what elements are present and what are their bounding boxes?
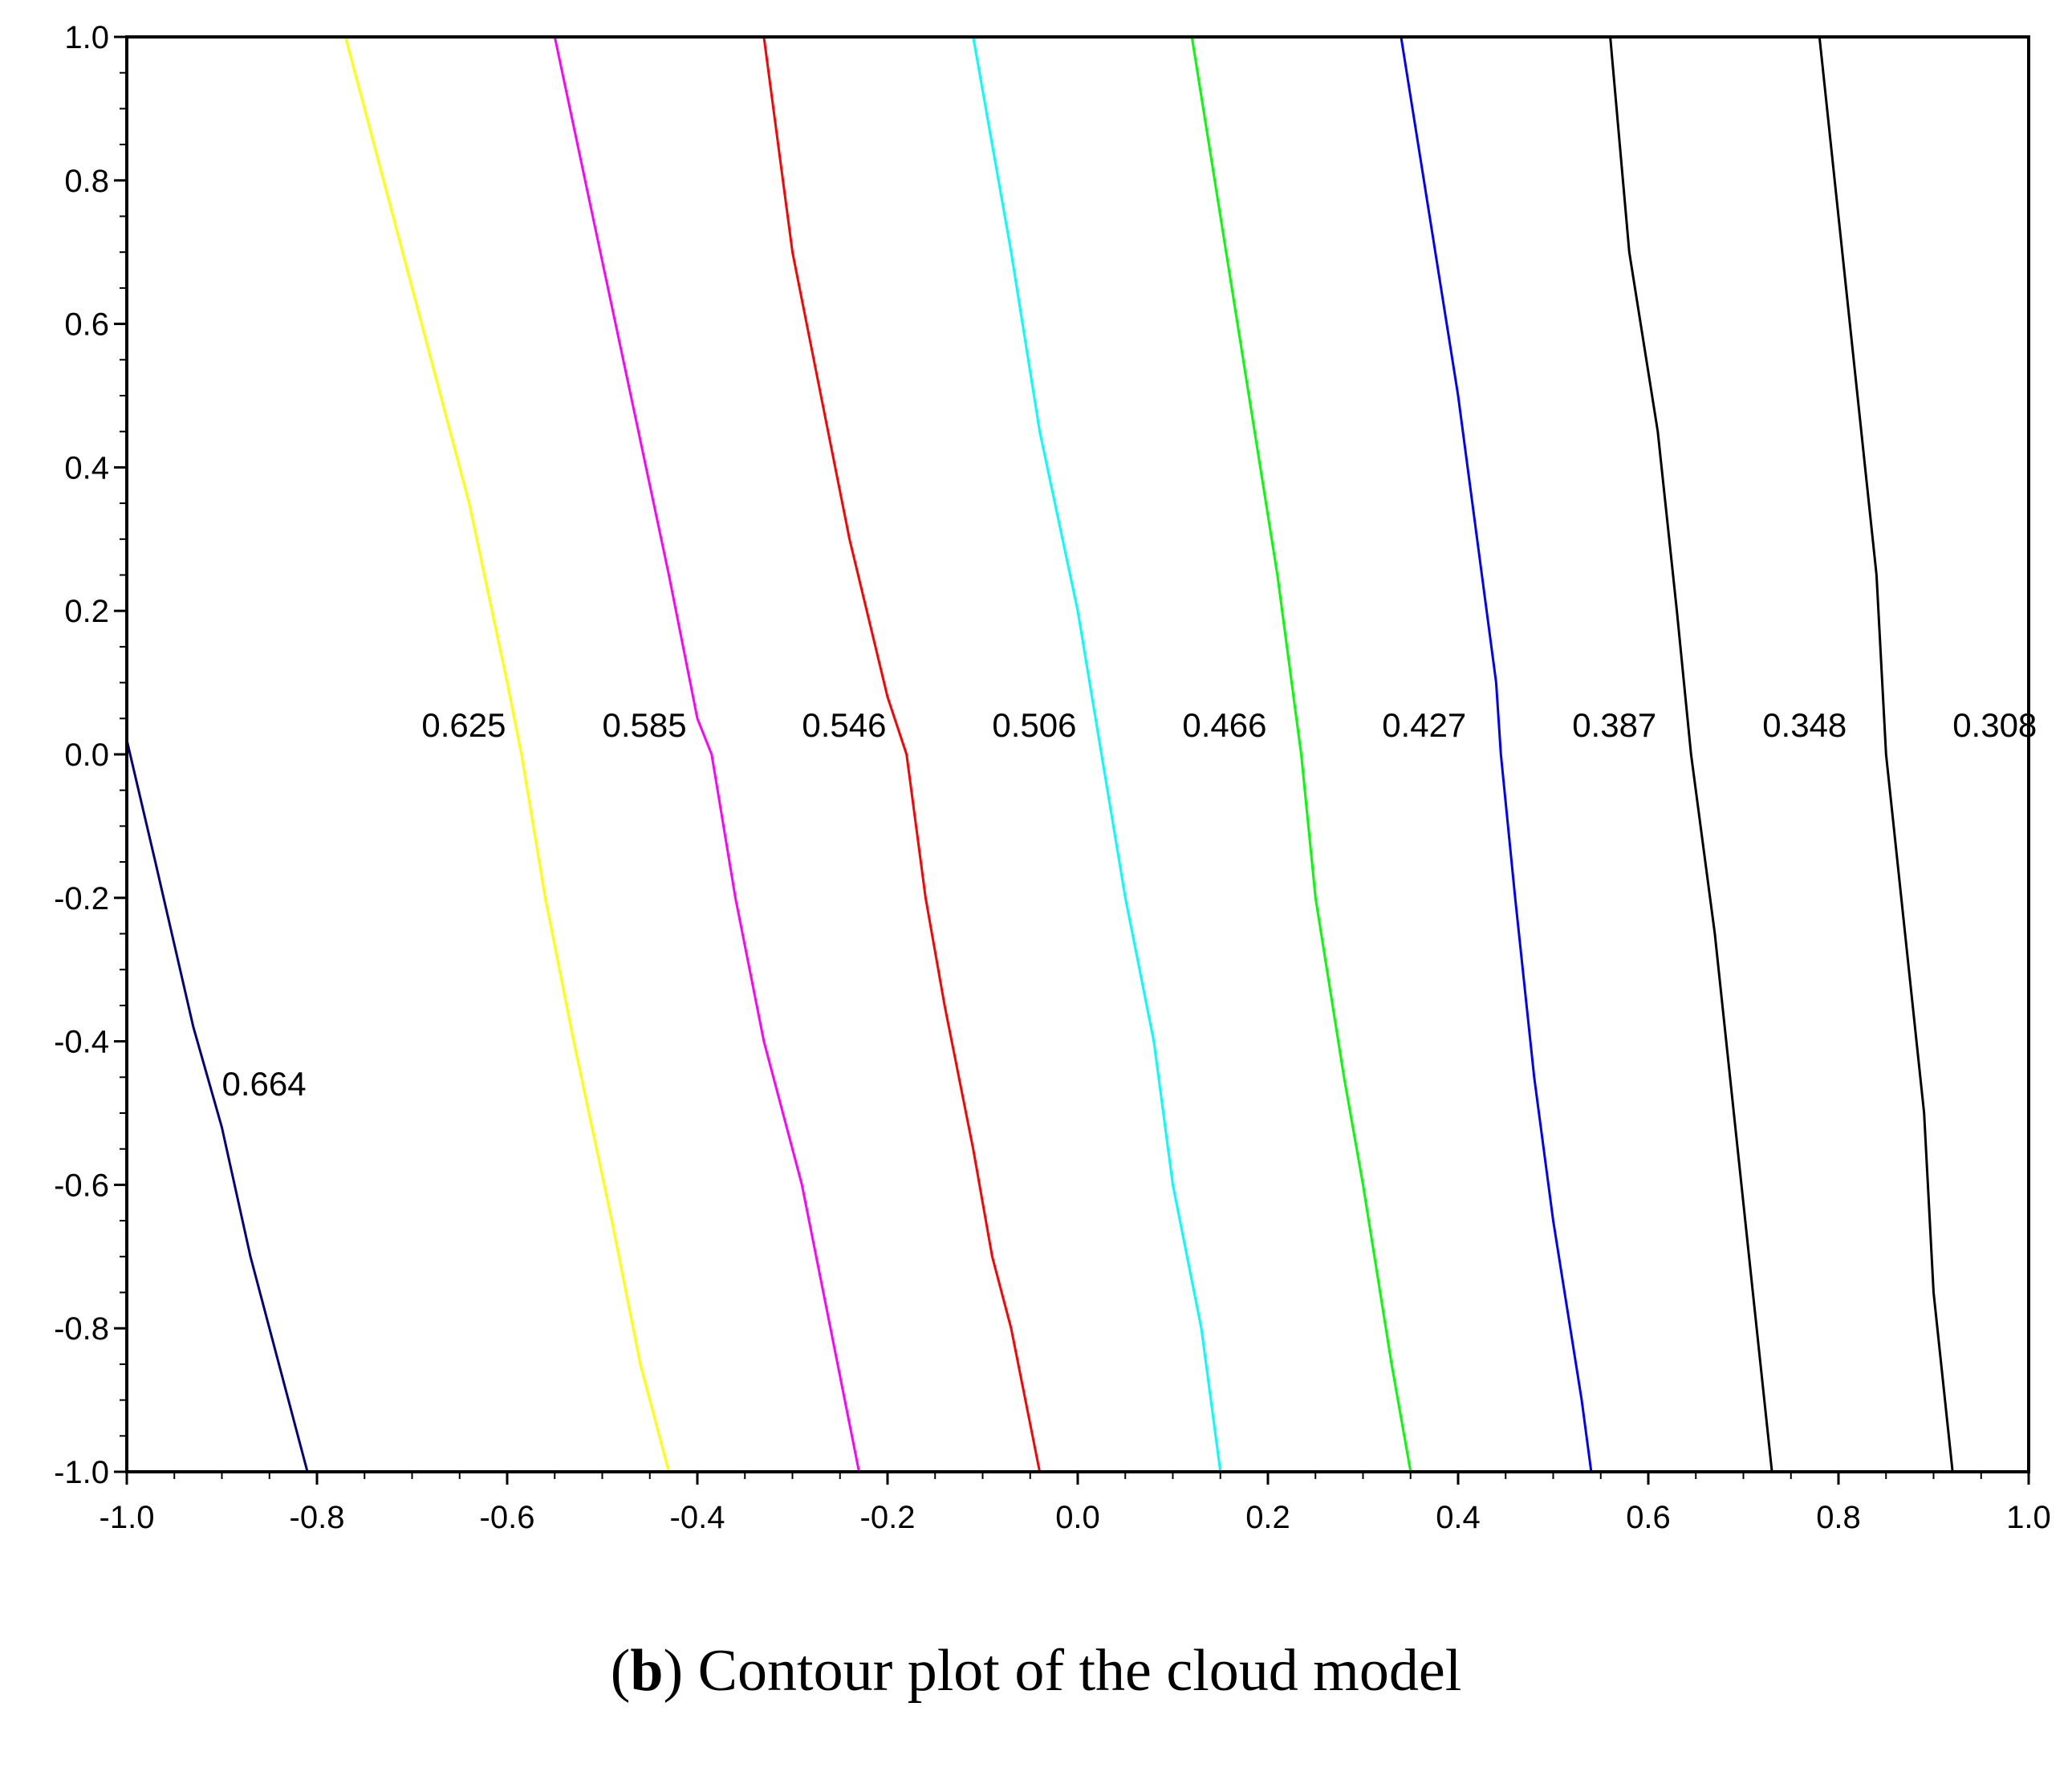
x-tick-label: 0.2: [1245, 1500, 1290, 1535]
contour-label-0-427: 0.427: [1382, 706, 1466, 744]
x-tick-label: -0.8: [290, 1500, 345, 1535]
contour-label-0-308: 0.308: [1952, 706, 2037, 744]
y-tick-label: -0.6: [54, 1168, 109, 1203]
x-tick-label: 0.4: [1436, 1500, 1481, 1535]
contour-line-0-348: [1818, 36, 1954, 1473]
contour-line-0-664: [125, 739, 309, 1473]
y-tick-label: 0.6: [64, 307, 109, 343]
caption-text: ) Contour plot of the cloud model: [663, 1638, 1462, 1704]
y-tick-label: -0.2: [54, 881, 109, 916]
contour-label-0-506: 0.506: [992, 706, 1076, 744]
caption-open-paren: (: [610, 1638, 631, 1704]
y-axis-ticks: 1.0 0.8 0.6 0.4 0.2 0.0 -0.2 -0.4 -0.6 -0.8 -1.0: [54, 20, 127, 1490]
x-tick-label: 1.0: [2006, 1500, 2051, 1535]
contour-line-0-546: [762, 36, 1042, 1473]
contour-label-0-546: 0.546: [802, 706, 886, 744]
y-tick-label: -0.8: [54, 1311, 109, 1347]
contour-label-0-466: 0.466: [1182, 706, 1266, 744]
y-tick-label: 0.8: [64, 164, 109, 199]
contour-line-0-506: [972, 36, 1222, 1473]
contour-line-0-427: [1400, 36, 1593, 1473]
x-tick-label: -1.0: [100, 1500, 155, 1535]
contour-line-0-585: [553, 36, 860, 1473]
x-tick-label: 0.0: [1055, 1500, 1100, 1535]
y-tick-label: -1.0: [54, 1455, 109, 1490]
y-tick-label: 0.2: [64, 594, 109, 629]
contour-line-0-466: [1190, 36, 1412, 1473]
y-tick-label: 0.4: [64, 450, 109, 486]
contour-line-0-387: [1609, 36, 1773, 1473]
y-tick-label: -0.4: [54, 1025, 109, 1060]
x-tick-label: 0.8: [1816, 1500, 1861, 1535]
contour-label-0-348: 0.348: [1762, 706, 1847, 744]
contour-labels: 0.664 0.625 0.585 0.546 0.506 0.466 0.427 0.387…: [222, 706, 2037, 1103]
contour-line-0-625: [344, 36, 670, 1473]
x-tick-label: -0.4: [670, 1500, 725, 1535]
y-tick-label: 0.0: [64, 738, 109, 773]
contour-label-0-585: 0.585: [603, 706, 687, 744]
contour-label-0-387: 0.387: [1572, 706, 1656, 744]
plot-frame: [125, 35, 2030, 1473]
x-tick-label: -0.2: [860, 1500, 916, 1535]
x-tick-label: -0.6: [480, 1500, 535, 1535]
figure-caption: (b) Contour plot of the cloud model: [0, 1637, 2072, 1705]
contour-chart: 1.0 0.8 0.6 0.4 0.2 0.0 -0.2 -0.4 -0.6 -0.8 -1.0 -…: [54, 20, 2051, 1535]
x-axis-ticks: -1.0 -0.8 -0.6 -0.4 -0.2 0.0 0.2 0.4 0.6 0.8 1.0: [100, 1472, 2051, 1535]
y-tick-label: 1.0: [64, 20, 109, 55]
caption-letter: b: [630, 1638, 664, 1704]
contour-label-0-664: 0.664: [222, 1065, 307, 1103]
contour-label-0-625: 0.625: [421, 706, 506, 744]
x-tick-label: 0.6: [1626, 1500, 1671, 1535]
contour-lines: [125, 36, 1954, 1473]
